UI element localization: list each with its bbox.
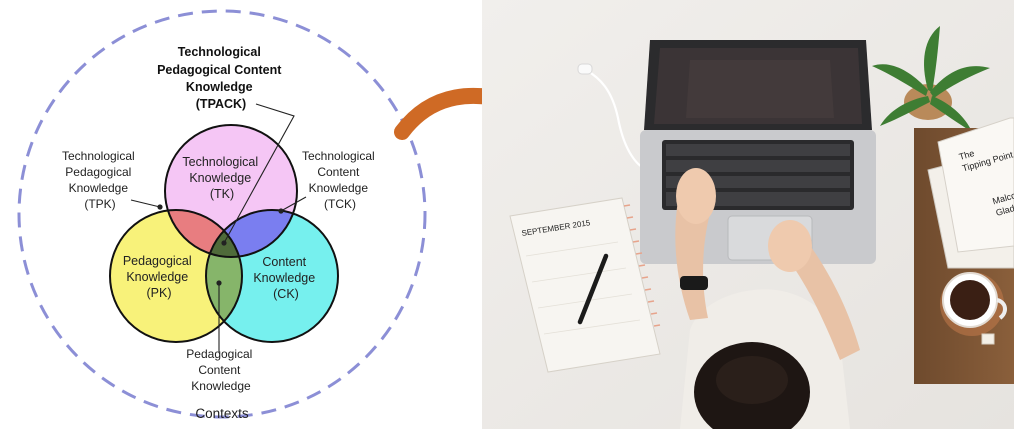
ck-label: Content Knowledge (CK) xyxy=(253,255,318,301)
pk-label: Pedagogical Knowledge (PK) xyxy=(123,254,195,300)
person xyxy=(675,168,860,429)
tpack-leader xyxy=(223,103,295,244)
tpack-label: Technological Pedagogical Content Knowle… xyxy=(157,45,285,111)
tpack-diagram: Technological Pedagogical Content Knowle… xyxy=(17,9,427,421)
books: The Tipping Point Malcolm Gladwell xyxy=(927,117,1014,269)
planner-notebook: SEPTEMBER 2015 xyxy=(509,197,661,373)
tpk-leader xyxy=(130,199,161,208)
book-title-word: The xyxy=(958,148,976,162)
laptop xyxy=(640,40,876,264)
tck-label: Technological Content Knowledge (TCK) xyxy=(302,149,378,211)
pen xyxy=(577,253,609,325)
tpk-region xyxy=(165,210,242,257)
contexts-label: Contexts xyxy=(195,406,249,421)
left-hand xyxy=(676,168,716,224)
tk-label: Technological Knowledge (TK) xyxy=(182,155,261,201)
tck-leader xyxy=(280,196,307,212)
tea-cup xyxy=(940,272,1007,345)
wristwatch xyxy=(680,276,708,290)
right-hand xyxy=(768,220,812,272)
tpk-label: Technological Pedagogical Knowledge (TPK… xyxy=(62,149,138,211)
desk-photo: The Tipping Point Malcolm Gladwell xyxy=(482,0,1014,429)
potted-plant xyxy=(872,26,990,132)
tck-region xyxy=(206,210,297,257)
pck-label: Pedagogical Content Knowledge xyxy=(186,347,255,393)
